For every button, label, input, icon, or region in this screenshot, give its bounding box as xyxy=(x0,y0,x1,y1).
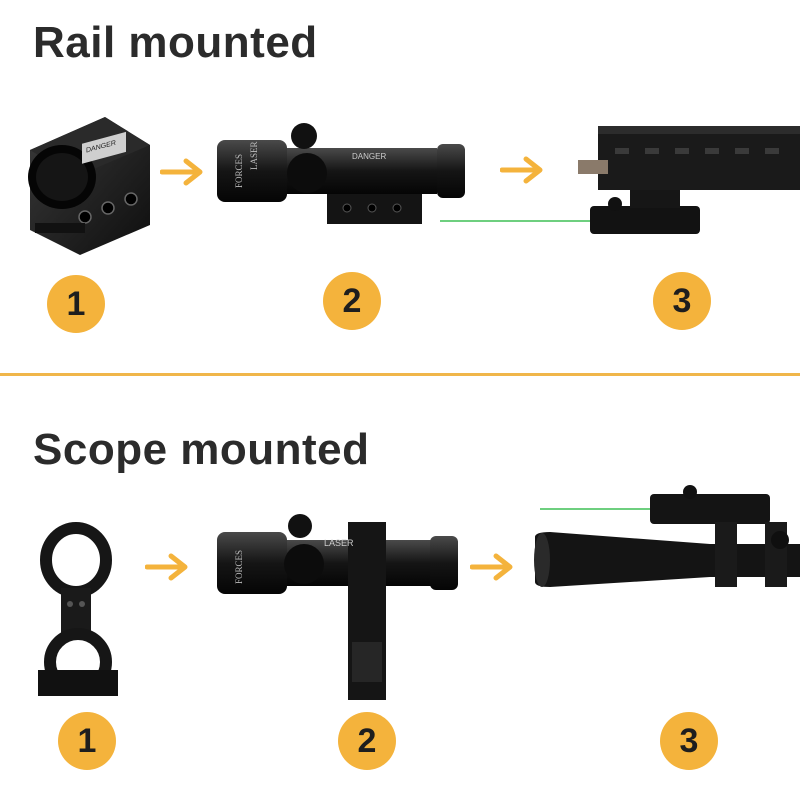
arrow-right-icon xyxy=(500,156,543,184)
side-label-text: LASER xyxy=(249,141,259,170)
laser-sight-with-ring-mount-icon: LASER FORCES xyxy=(217,514,458,700)
rifle-handguard-with-laser-icon xyxy=(440,126,800,234)
scope-with-laser-icon xyxy=(534,485,800,587)
section-divider xyxy=(0,373,800,376)
maker-label-text: FORCES xyxy=(234,550,244,584)
step-number-badge: 1 xyxy=(47,275,105,333)
rail-mount-bracket-icon: DANGER xyxy=(28,117,150,255)
step-number-badge: 2 xyxy=(338,712,396,770)
arrow-right-icon xyxy=(145,553,188,581)
side-label-text: LASER xyxy=(324,538,354,548)
step-number-badge: 1 xyxy=(58,712,116,770)
arrow-right-icon xyxy=(160,158,203,186)
section-title-rail-mounted: Rail mounted xyxy=(33,18,318,67)
warning-label-text: DANGER xyxy=(352,152,386,161)
scope-ring-mount-icon xyxy=(38,522,118,696)
step-number-badge: 2 xyxy=(323,272,381,330)
step-number-badge: 3 xyxy=(660,712,718,770)
section-title-scope-mounted: Scope mounted xyxy=(33,425,370,474)
step-number-badge: 3 xyxy=(653,272,711,330)
laser-sight-on-rail-mount-icon: DANGER FORCES LASER xyxy=(217,123,465,224)
arrow-right-icon xyxy=(470,553,513,581)
maker-label-text: FORCES xyxy=(234,154,244,188)
